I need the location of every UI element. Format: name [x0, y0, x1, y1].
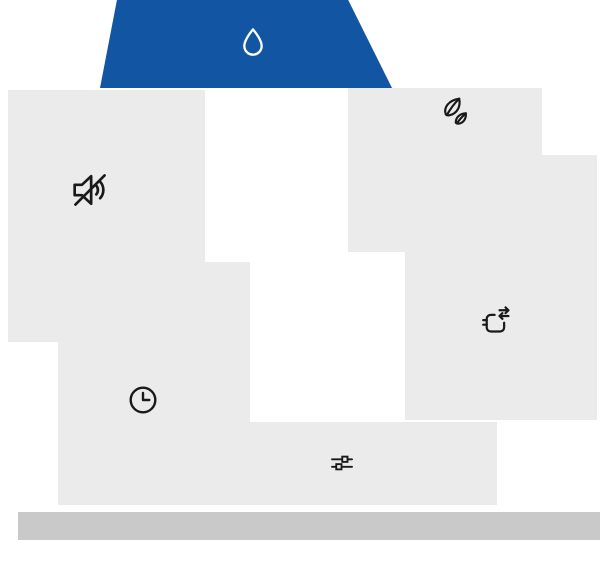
- panel-settings: [205, 422, 497, 505]
- muted-speaker-icon[interactable]: [67, 167, 113, 213]
- clock-icon[interactable]: [125, 382, 161, 418]
- leaf-icon[interactable]: [435, 92, 475, 132]
- plug-swap-icon[interactable]: [478, 303, 516, 341]
- plug-swap-glyph: [482, 306, 510, 333]
- panel-swap: [405, 155, 597, 420]
- water-drop-icon[interactable]: [233, 24, 273, 64]
- bottom-bar: [18, 512, 600, 540]
- sliders-glyph: [331, 455, 353, 471]
- clock-glyph: [129, 386, 157, 414]
- sliders-icon[interactable]: [327, 448, 357, 478]
- muted-speaker-glyph: [73, 174, 106, 206]
- leaf-glyph: [444, 97, 467, 125]
- water-banner: [100, 0, 392, 88]
- water-drop-glyph: [243, 28, 263, 56]
